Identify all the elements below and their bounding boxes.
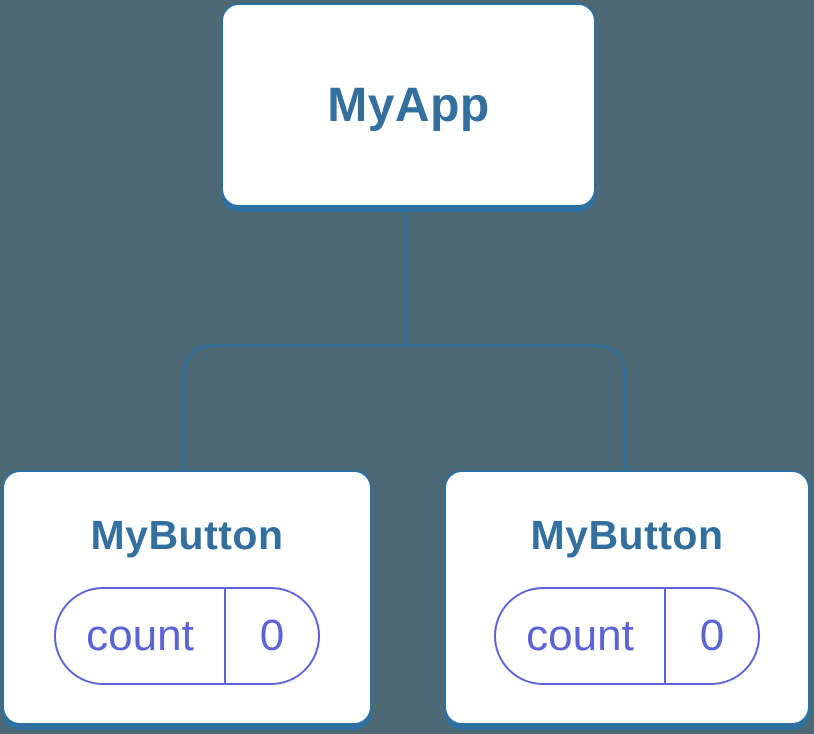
node-mybutton-right: MyButton count 0 xyxy=(444,470,810,725)
node-myapp-title: MyApp xyxy=(327,78,490,132)
state-value: 0 xyxy=(224,589,318,683)
node-mybutton-left: MyButton count 0 xyxy=(2,470,372,725)
node-myapp: MyApp xyxy=(221,3,596,207)
node-mybutton-left-title: MyButton xyxy=(90,512,284,558)
node-mybutton-right-title: MyButton xyxy=(530,512,724,558)
connector-branch-bracket xyxy=(182,344,627,471)
state-pill: count 0 xyxy=(494,587,760,685)
state-value: 0 xyxy=(664,589,758,683)
state-key: count xyxy=(86,611,194,660)
state-pill: count 0 xyxy=(54,587,320,685)
state-key: count xyxy=(526,611,634,660)
